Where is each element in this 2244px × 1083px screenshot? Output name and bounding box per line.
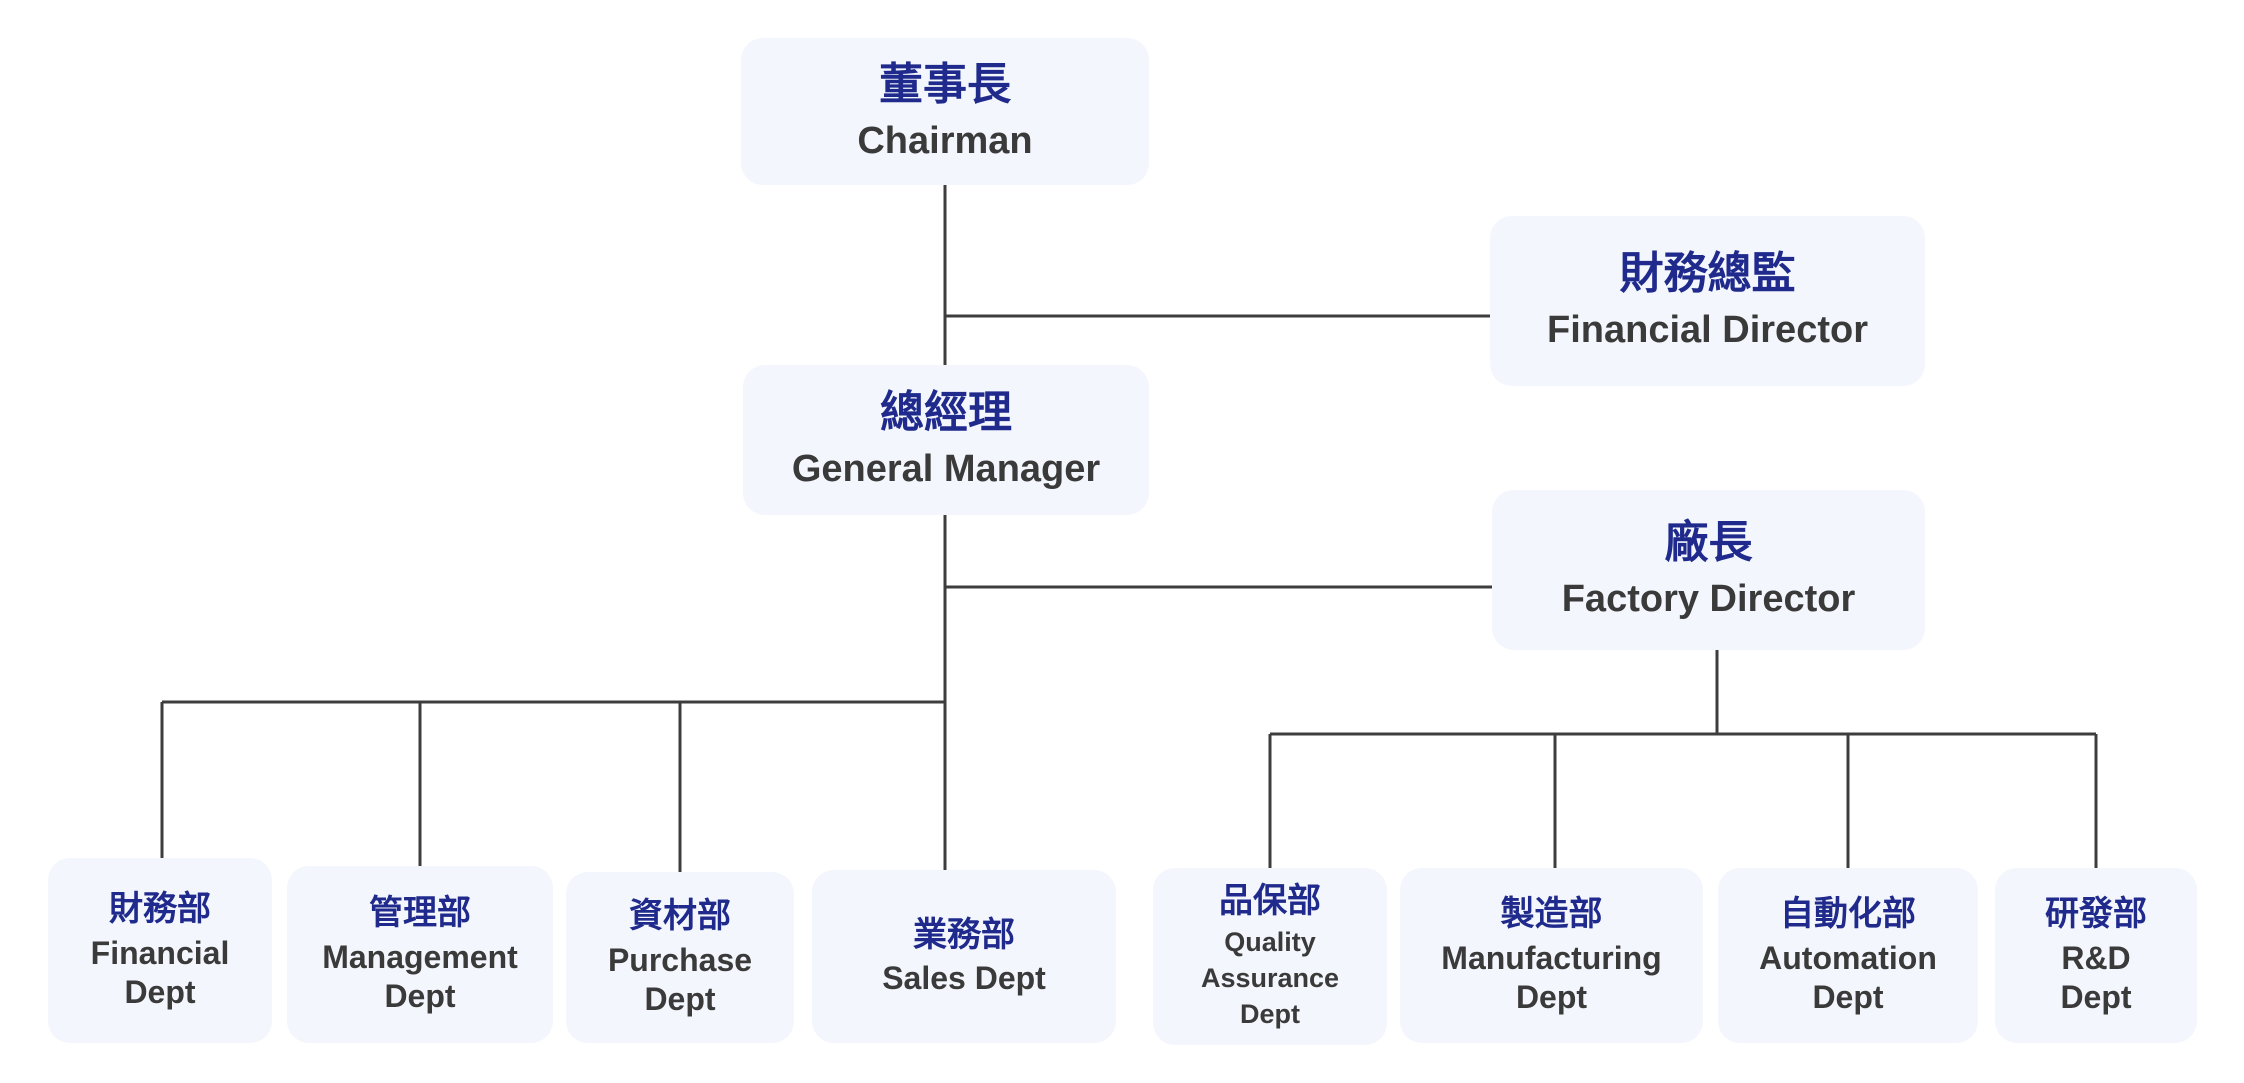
node-chairman-zh: 董事長 [879, 58, 1011, 110]
node-management-dept: 管理部 Management Dept [287, 866, 553, 1043]
node-qa-dept-en-2: Assurance [1200, 963, 1340, 994]
node-qa-dept-en-3: Dept [1240, 998, 1300, 1029]
node-purchase-dept-en-2: Dept [644, 980, 716, 1017]
node-sales-dept-zh: 業務部 [913, 914, 1015, 955]
node-qa-dept-zh: 品保部 [1219, 880, 1321, 921]
node-general-manager: 總經理 General Manager [743, 365, 1149, 515]
node-factory-director: 廠長 Factory Director [1492, 490, 1925, 650]
node-qa-dept: 品保部 Quality Assurance Dept [1153, 868, 1387, 1045]
node-factory-director-zh: 廠長 [1664, 517, 1753, 569]
node-general-manager-zh: 總經理 [880, 387, 1012, 439]
node-financial-director-zh: 財務總監 [1619, 248, 1796, 300]
node-financial-director: 財務總監 Financial Director [1490, 216, 1925, 386]
node-general-manager-en: General Manager [791, 448, 1101, 491]
node-purchase-dept-zh: 資材部 [629, 896, 731, 937]
node-purchase-dept-en-1: Purchase [607, 941, 753, 978]
node-financial-dept-en-1: Financial [90, 934, 230, 971]
node-qa-dept-en-1: Quality [1224, 927, 1316, 958]
node-management-dept-en-1: Management [322, 938, 518, 975]
node-management-dept-zh: 管理部 [369, 893, 471, 934]
node-sales-dept: 業務部 Sales Dept [812, 870, 1116, 1043]
node-automation-dept-en-2: Dept [1812, 978, 1884, 1015]
node-automation-dept: 自動化部 Automation Dept [1718, 868, 1978, 1043]
node-manufacturing-dept-en-2: Dept [1515, 978, 1588, 1015]
node-manufacturing-dept: 製造部 Manufacturing Dept [1400, 868, 1703, 1043]
node-sales-dept-en-1: Sales Dept [882, 960, 1046, 997]
node-manufacturing-dept-en-1: Manufacturing [1441, 939, 1662, 976]
node-management-dept-en-2: Dept [384, 977, 456, 1014]
node-financial-dept: 財務部 Financial Dept [48, 858, 272, 1043]
node-manufacturing-dept-zh: 製造部 [1500, 894, 1603, 935]
node-automation-dept-en-1: Automation [1759, 939, 1937, 976]
node-rd-dept: 研發部 R&D Dept [1995, 868, 2197, 1043]
node-chairman-en: Chairman [857, 119, 1033, 162]
node-factory-director-en: Factory Director [1561, 578, 1856, 621]
node-rd-dept-en-2: Dept [2060, 978, 2132, 1015]
node-financial-director-en: Financial Director [1547, 309, 1868, 352]
node-financial-dept-en-2: Dept [124, 973, 196, 1010]
node-rd-dept-en-1: R&D [2061, 939, 2131, 976]
node-financial-dept-zh: 財務部 [109, 889, 211, 930]
node-rd-dept-zh: 研發部 [2045, 894, 2147, 935]
node-purchase-dept: 資材部 Purchase Dept [566, 872, 794, 1043]
node-chairman: 董事長 Chairman [741, 38, 1149, 185]
node-automation-dept-zh: 自動化部 [1780, 894, 1916, 935]
